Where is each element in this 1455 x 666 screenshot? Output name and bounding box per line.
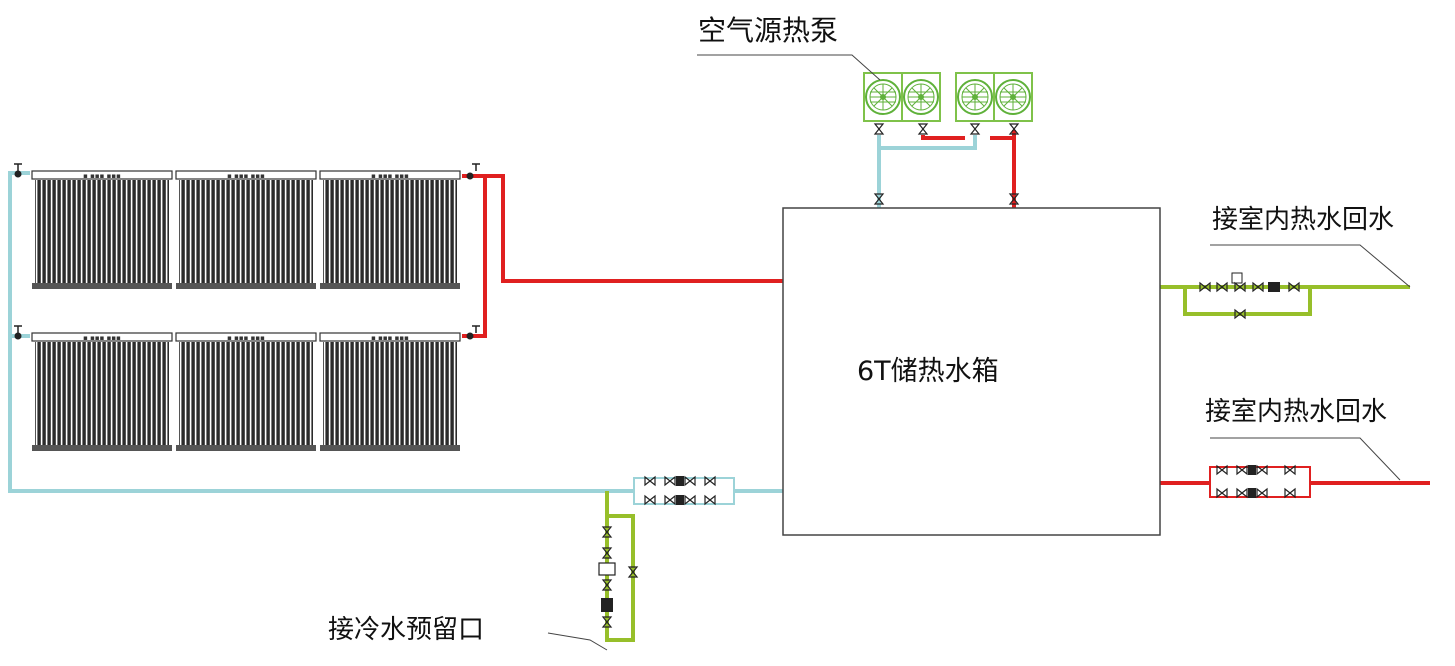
cold-inlet-label: 接冷水预留口 <box>328 615 484 645</box>
air-source-heat-pump <box>863 72 1033 205</box>
heat-pump-fan-icon <box>957 79 993 115</box>
heat-pump-fan-icon <box>903 79 939 115</box>
cold-inlet-valve-group <box>633 476 735 505</box>
solar-collector-icon <box>31 332 173 452</box>
solar-collector-icon <box>319 332 461 452</box>
hot-return-label-2: 接室内热水回水 <box>1205 397 1387 427</box>
tank-label: 6T储热水箱 <box>857 356 999 387</box>
pump-icon <box>601 598 613 612</box>
solar-collector-icon <box>319 170 461 290</box>
solar-collector-icon <box>175 170 317 290</box>
hot-return-valve-group-1 <box>1199 272 1300 319</box>
heat-pump-fan-icon <box>995 79 1031 115</box>
cold-inlet-vertical-valves <box>598 526 638 628</box>
hot-return-label-1: 接室内热水回水 <box>1212 205 1394 235</box>
solar-collector-array <box>14 163 480 452</box>
hot-return-valve-group-2 <box>1209 465 1311 498</box>
heat-pump-label: 空气源热泵 <box>698 14 838 47</box>
heat-pump-fan-icon <box>865 79 901 115</box>
storage-tank <box>782 207 1161 536</box>
solar-collector-icon <box>31 170 173 290</box>
solar-collector-icon <box>175 332 317 452</box>
